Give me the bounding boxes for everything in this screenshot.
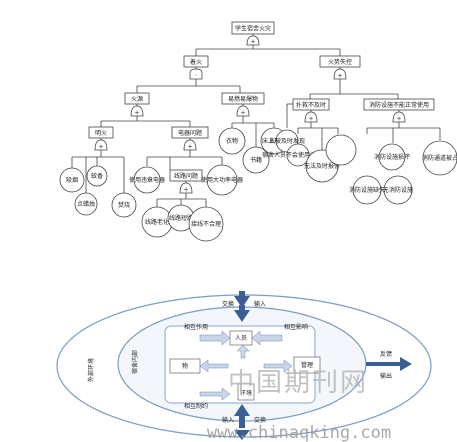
basic-event-label: 衣物 — [226, 137, 238, 145]
basic-event-label: 消防设施损坏 — [374, 153, 410, 161]
svg-text:·: · — [195, 73, 197, 80]
center-bottom-label: 环境 — [240, 389, 252, 397]
or-gate-icon — [392, 111, 406, 123]
right-arrow-label: 反馈 — [380, 350, 392, 358]
fire-event-label: 着火 — [190, 58, 202, 66]
svg-text:+: + — [240, 110, 245, 117]
basic-event-extinguisher — [325, 134, 357, 166]
center-right-label: 管理 — [301, 361, 313, 369]
right-arrow-label: 输出 — [380, 372, 392, 380]
center-right-box — [293, 356, 321, 374]
bottom-arrow-label: 交换 — [254, 416, 266, 424]
basic-event-illegal-appliance — [133, 166, 161, 194]
arrow-icon — [236, 344, 250, 359]
basic-event-label: 无消防设施 — [383, 186, 413, 194]
or-gate-icon — [179, 182, 193, 194]
basic-event-mosquito-coil — [86, 165, 108, 187]
basic-event-clothing — [218, 127, 246, 155]
arrow-up-icon — [234, 305, 250, 322]
basic-event-no-facility — [383, 175, 413, 205]
center-bottom-box — [237, 383, 255, 401]
basic-event-blocked-exit — [422, 140, 457, 176]
basic-event-label: 线路短路 — [169, 214, 193, 222]
basic-event-label: 使用大功率电器 — [201, 176, 243, 184]
basic-event-high-power — [206, 164, 238, 196]
arrow-icon — [199, 359, 229, 373]
facility-fail-label: 消防设施不能正常使用 — [369, 101, 429, 109]
arrow-down-icon — [234, 291, 250, 308]
basic-event-missing-facility — [352, 175, 382, 205]
basic-event-no-training — [286, 143, 310, 167]
top-event-label: 学生宿舍火灾 — [235, 25, 271, 33]
basic-event-label: 未被及时发现 — [269, 137, 305, 145]
basic-event-label: 无法及时报警 — [304, 162, 340, 170]
or-gate-icon — [236, 105, 250, 117]
basic-event-label: 焚烧 — [118, 201, 130, 209]
basic-event-label: 宿舍人员不会使用消防器材 — [262, 151, 334, 159]
svg-text:+: + — [396, 116, 401, 123]
svg-text:+: + — [308, 116, 313, 123]
interaction-label: 相互作用 — [184, 323, 208, 331]
svg-text:+: + — [187, 144, 192, 151]
arrow-up-icon — [234, 404, 250, 428]
system-diagram: 外部环境 宿舍内部 人员 物 管理 环境 相互作用 相互影响 相互制约 交换 输… — [56, 291, 432, 440]
interaction-label: 相互制约 — [184, 402, 208, 410]
arrow-icon — [199, 330, 231, 346]
basic-event-books — [242, 146, 270, 174]
wiring-label: 线路问题 — [174, 172, 198, 180]
watermark-url: www.chinaqking.com — [207, 423, 391, 442]
or-gate-icon — [94, 139, 108, 151]
bottom-arrow-label: 输入 — [222, 416, 234, 424]
and-gate-icon — [189, 68, 203, 80]
or-gate-icon — [130, 105, 144, 117]
top-arrow-label: 交换 — [222, 300, 234, 308]
ignition-source-label: 火源 — [131, 95, 143, 103]
arrow-down-icon — [234, 430, 250, 440]
watermark-site-name: 中国期刊网 — [228, 368, 368, 398]
interaction-label: 相互影响 — [284, 323, 308, 331]
center-top-label: 人员 — [235, 335, 247, 342]
svg-text:+: + — [134, 110, 139, 117]
basic-event-label: 使用违章电器 — [129, 176, 165, 184]
or-gate-icon — [246, 35, 260, 46]
basic-event-label: 消防设施缺失 — [349, 186, 385, 194]
arrow-icon — [251, 330, 283, 346]
detect-late-label: 扑救不及时 — [296, 101, 326, 109]
or-gate-icon — [333, 68, 347, 80]
basic-event-label: 接线不合理 — [191, 220, 221, 228]
or-gate-icon — [183, 139, 197, 151]
basic-event-damaged-facility — [378, 143, 406, 171]
top-arrow-label: 输入 — [254, 300, 266, 308]
basic-event-label: 书籍 — [250, 156, 262, 164]
basic-event-label: 点蜡烛 — [77, 200, 95, 208]
basic-event-burning — [111, 192, 137, 218]
svg-text:+: + — [337, 73, 342, 80]
arrow-right-icon — [366, 357, 412, 371]
basic-event-label: 蚊香 — [91, 172, 103, 180]
electrical-label: 电器问题 — [178, 129, 202, 137]
combustibles-label: 易燃易爆物 — [228, 95, 258, 103]
basic-event-bad-wiring — [188, 206, 224, 242]
svg-text:+: + — [250, 39, 255, 46]
outer-left-label: 外部环境 — [87, 358, 95, 382]
basic-event-smoking — [59, 167, 85, 193]
or-gate-icon — [304, 111, 318, 123]
svg-text:+: + — [183, 187, 188, 194]
basic-event-label: 床上用品 — [262, 137, 286, 145]
watermark: 中国期刊网 www.chinaqking.com — [207, 368, 391, 442]
open-flame-label: 明火 — [95, 130, 107, 137]
basic-event-label: 线路老化 — [145, 218, 169, 226]
basic-event-label: 吸烟 — [66, 176, 78, 184]
inner-left-label: 宿舍内部 — [131, 350, 139, 374]
svg-text:+: + — [98, 144, 103, 151]
center-left-label: 物 — [182, 362, 188, 370]
spread-event-label: 火势失控 — [328, 58, 352, 66]
arrow-icon — [263, 359, 293, 373]
basic-event-candle — [74, 192, 98, 216]
arrow-icon — [199, 387, 231, 401]
fault-tree: 学生宿舍火灾 + 着火 · 火势失控 + 火源 + 易燃易爆物 — [59, 21, 457, 242]
basic-event-label: 消防通道被占 — [422, 154, 457, 162]
